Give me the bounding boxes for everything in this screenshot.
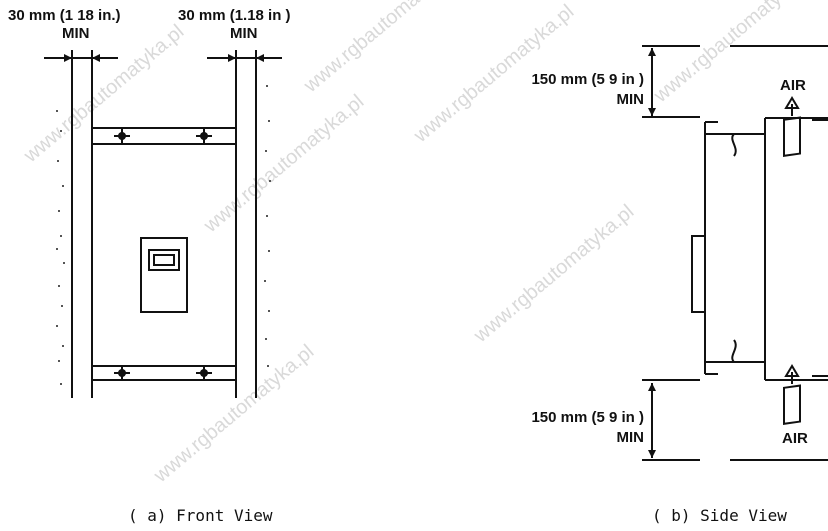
break-line	[731, 133, 737, 157]
keypad-outline	[140, 237, 188, 313]
arrow-head	[648, 48, 656, 56]
keypad-side-profile	[691, 235, 706, 313]
top-clearance-label: 150 mm (5 9 in )	[531, 71, 644, 88]
wall-hatching	[56, 85, 271, 385]
arrow-head	[648, 108, 656, 116]
mounting-hole-icon	[200, 369, 208, 377]
arrow-head	[64, 54, 72, 62]
bottom-clearance-min-label: MIN	[616, 429, 645, 446]
airflow-top-icon	[783, 96, 801, 157]
side-view-caption: ( b) Side View	[652, 506, 787, 525]
mounting-hole-icon	[118, 369, 126, 377]
bottom-clearance-label: 150 mm (5 9 in )	[531, 409, 644, 426]
keypad-display-outer	[148, 249, 180, 271]
mounting-hole-icon	[200, 132, 208, 140]
right-clearance-label: 30 mm (1.18 in )	[178, 7, 291, 24]
break-line	[731, 339, 737, 363]
left-clearance-label: 30 mm (1 18 in.)	[8, 7, 121, 24]
air-top-label: AIR	[780, 77, 806, 94]
arrow-head	[648, 383, 656, 391]
air-bottom-label: AIR	[782, 430, 808, 447]
left-clearance-min-label: MIN	[62, 25, 90, 42]
front-view-caption: ( a) Front View	[128, 506, 273, 525]
right-clearance-min-label: MIN	[230, 25, 258, 42]
arrow-head	[256, 54, 264, 62]
keypad-display-inner	[153, 254, 175, 266]
front-view-drawing	[44, 50, 282, 398]
drive-body-outline	[91, 127, 237, 381]
top-clearance-min-label: MIN	[616, 91, 645, 108]
airflow-bottom-icon	[783, 364, 801, 425]
arrow-head	[92, 54, 100, 62]
arrow-head	[228, 54, 236, 62]
side-view-drawing	[642, 45, 828, 461]
mounting-hole-icon	[118, 132, 126, 140]
arrow-head	[648, 450, 656, 458]
